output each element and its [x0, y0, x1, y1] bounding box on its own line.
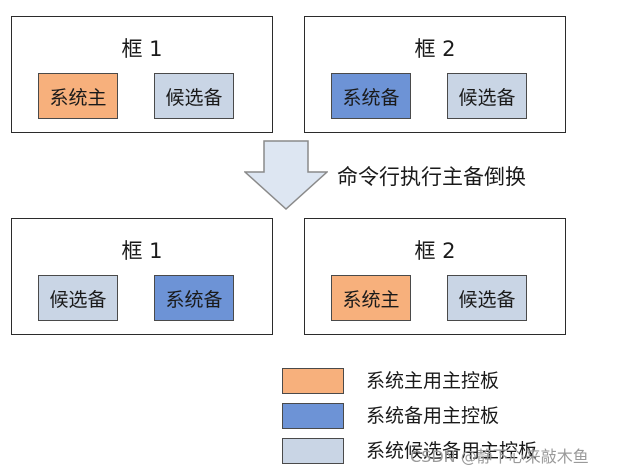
legend-swatch: [282, 368, 344, 394]
legend-label: 系统主用主控板: [366, 370, 500, 392]
down-arrow-icon: [244, 140, 328, 210]
system-main-board: 系统主: [38, 73, 118, 119]
system-standby-board: 系统备: [154, 275, 234, 321]
watermark: CSDN @静下心来敲木鱼: [410, 447, 589, 466]
system-main-board: 系统主: [331, 275, 411, 321]
legend-label: 系统备用主控板: [366, 405, 500, 427]
transition-label: 命令行执行主备倒换: [337, 165, 526, 189]
bottom-frame-2: 框 2 系统主 候选备: [304, 218, 566, 335]
legend-swatch: [282, 438, 344, 464]
frame-title: 框 1: [121, 239, 163, 263]
legend-label: 系统候选备用主控板: [366, 440, 538, 462]
top-frame-2: 框 2 系统备 候选备: [304, 16, 566, 133]
candidate-standby-board: 候选备: [447, 73, 527, 119]
legend-swatch: [282, 403, 344, 429]
candidate-standby-board: 候选备: [154, 73, 234, 119]
bottom-frame-1: 框 1 候选备 系统备: [11, 218, 273, 335]
top-frame-1: 框 1 系统主 候选备: [11, 16, 273, 133]
candidate-standby-board: 候选备: [447, 275, 527, 321]
frame-title: 框 2: [414, 239, 456, 263]
candidate-standby-board: 候选备: [38, 275, 118, 321]
frame-title: 框 2: [414, 37, 456, 61]
system-standby-board: 系统备: [331, 73, 411, 119]
frame-title: 框 1: [121, 37, 163, 61]
